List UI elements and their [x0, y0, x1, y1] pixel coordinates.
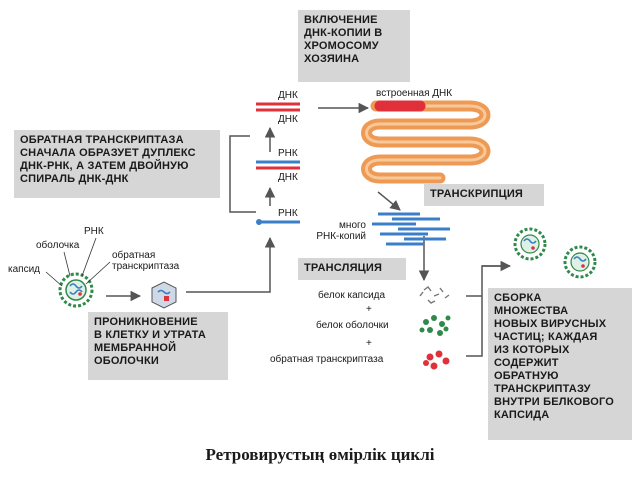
entry-box: ПРОНИКНОВЕНИЕ В КЛЕТКУ И УТРАТА МЕМБРАНН… [88, 312, 228, 380]
plus-sign-2: + [366, 338, 372, 349]
virion-pointers [45, 237, 111, 287]
reverse-transcriptase-label: обратная транскриптаза [270, 354, 384, 365]
strand-label-dna-bottom: ДНК [278, 114, 298, 125]
new-virion-icon-2 [563, 245, 597, 279]
virion-rna-label: РНК [84, 226, 104, 237]
transcription-box: ТРАНСКРИПЦИЯ [424, 184, 544, 206]
virion-capsid-label: капсид [8, 264, 40, 275]
caption: Ретровирустың өмірлік циклі [205, 445, 435, 464]
new-virion-icon-1 [513, 227, 547, 261]
strand-label-dna-mid: ДНК [278, 172, 298, 183]
envelope-protein-icon [419, 315, 451, 336]
arrows [106, 102, 512, 357]
many-rna-label: много РНК-копий [316, 220, 366, 242]
rna-dna-hybrid-strand [256, 160, 300, 170]
integration-box: ВКЛЮЧЕНИЕ ДНК-КОПИИ В ХРОМОСОМУ ХОЗЯИНА [298, 10, 410, 82]
rna-single-strand [256, 219, 300, 225]
integrated-dna-label: встроенная ДНК [376, 88, 453, 99]
virion-rt-label: обратная транскриптаза [112, 250, 180, 272]
virion-envelope-label: оболочка [36, 240, 80, 251]
translation-box: ТРАНСЛЯЦИЯ [298, 258, 406, 280]
arrow-to-rna [186, 236, 276, 293]
rna-copies [372, 212, 450, 246]
envelope-protein-label: белок оболочки [316, 320, 389, 331]
strand-label-dna-top: ДНК [278, 90, 298, 101]
virion-icon [58, 272, 94, 308]
plus-sign-1: + [366, 304, 372, 315]
assembly-box: СБОРКА МНОЖЕСТВА НОВЫХ ВИРУСНЫХ ЧАСТИЦ; … [488, 288, 632, 440]
arrow-transcription [377, 191, 401, 211]
uncoated-capsid-icon [151, 281, 177, 309]
strand-label-rna-single: РНК [278, 208, 298, 219]
bracket-reverse-transcription [229, 135, 256, 213]
host-chromosome [361, 100, 491, 184]
capsid-protein-label: белок капсида [318, 290, 386, 301]
capsid-protein-icon [419, 286, 450, 304]
reverse-transcriptase-box: ОБРАТНАЯ ТРАНСКРИПТАЗА СНАЧАЛА ОБРАЗУЕТ … [14, 130, 220, 198]
reverse-transcriptase-icon [423, 350, 450, 370]
strand-label-rna-mid: РНК [278, 148, 298, 159]
dna-duplex-strand [256, 102, 300, 112]
